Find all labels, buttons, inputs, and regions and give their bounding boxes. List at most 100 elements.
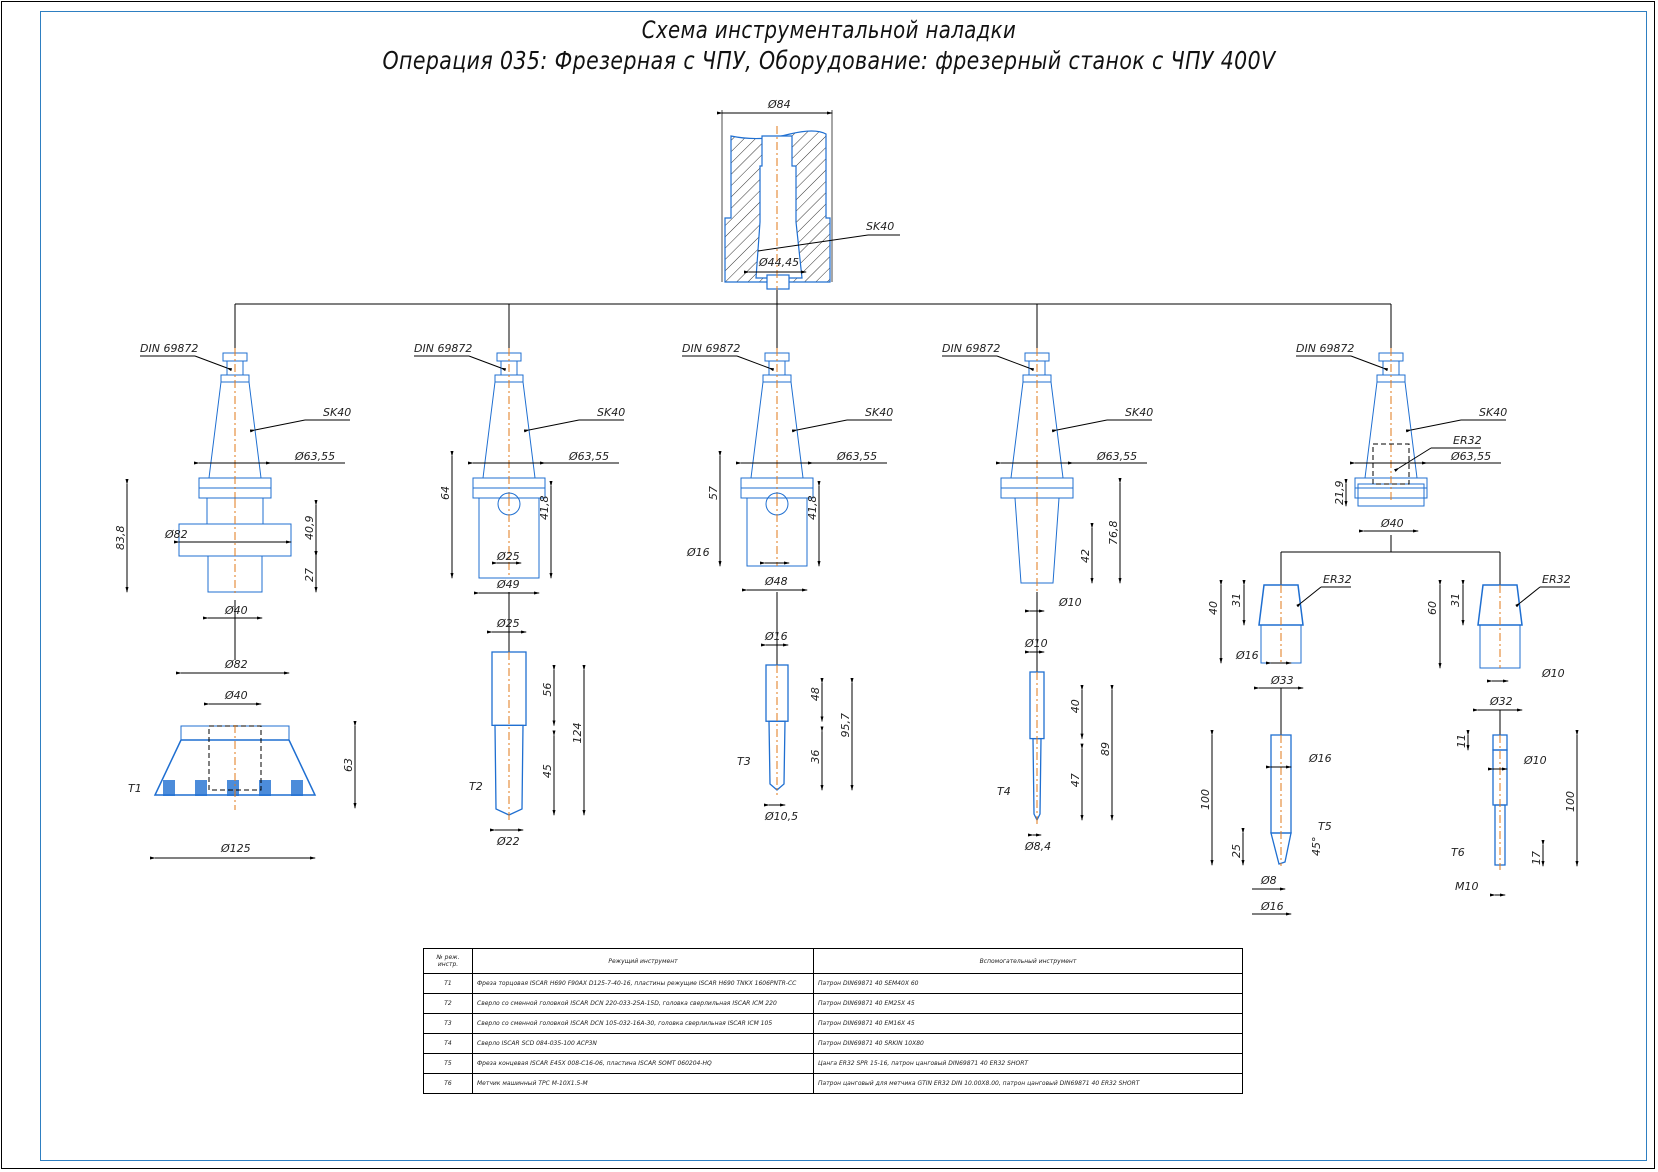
flange-diameter-label: Ø63,55: [1450, 450, 1491, 463]
dim-label: Ø48: [764, 575, 788, 588]
dim-label: 100: [1199, 789, 1212, 810]
dim-label: 100: [1564, 791, 1577, 812]
dim-label: 45: [541, 764, 554, 778]
dim-label: 31: [1449, 593, 1462, 607]
dim-label: 21,9: [1333, 481, 1346, 506]
dim-label: 89: [1099, 742, 1112, 756]
dim-label: 57: [707, 486, 720, 500]
tree-connectors: [234, 290, 1501, 585]
tool-number: T3: [423, 1013, 473, 1034]
dim-label: Ø8: [1260, 874, 1277, 887]
drill-flute: [494, 724, 524, 816]
table-row: T5 Фреза концевая ISCAR E45X 008-C16-06,…: [423, 1053, 1243, 1074]
table-row: T6 Метчик машинный TPC M-10X1.5-M Патрон…: [423, 1073, 1243, 1094]
leader-line: [1296, 586, 1322, 608]
auxiliary-tool: Патрон DIN69871 40 EM25X 45: [813, 993, 1243, 1014]
tool-number: T1: [423, 973, 473, 994]
cutting-tool: Фреза торцовая ISCAR H690 F90AX D125-7-4…: [472, 973, 814, 994]
dim-label: 40: [1207, 601, 1220, 615]
dim-label: 11: [1455, 734, 1468, 748]
leader-line: [1405, 419, 1462, 433]
dim-label: Ø32: [1489, 695, 1513, 708]
dim-label: 95,7: [839, 713, 852, 738]
tool-number: T5: [423, 1053, 473, 1074]
dim-label: Ø49: [496, 578, 520, 591]
leader-line: [1515, 586, 1541, 608]
chamfer-head: [1270, 832, 1292, 865]
dim-label: Ø125: [220, 842, 251, 855]
retention-knob-label: DIN 69872: [1296, 342, 1354, 355]
leader-line: [1350, 355, 1389, 372]
dim-label: Ø16: [1308, 752, 1332, 765]
dim-label: Ø82: [164, 528, 188, 541]
header-auxiliary-tool: Вспомогательный инструмент: [813, 948, 1243, 974]
dim-label: Ø10: [1058, 596, 1082, 609]
table-row: T4 Сверло ISCAR SCD 084-035-100 ACP3N Па…: [423, 1033, 1243, 1054]
tool-id-label: T3: [737, 755, 751, 768]
dim-label: 45°: [1310, 837, 1323, 857]
dim-label: Ø40: [224, 689, 248, 702]
dim-label: Ø8,4: [1024, 840, 1051, 853]
dim-label: 17: [1530, 851, 1543, 865]
dim-label: 42: [1079, 549, 1092, 563]
dim-label: Ø16: [764, 630, 788, 643]
dim-label: 83,8: [114, 526, 127, 551]
dim-label: 63: [342, 758, 355, 772]
collet-label: ER32: [1453, 434, 1482, 447]
collet-seat-hidden: [1372, 443, 1410, 485]
spindle-taper-label: SK40: [866, 220, 894, 233]
mill-body: [153, 739, 317, 796]
spindle-taper-diameter-label: Ø44,45: [758, 256, 799, 269]
tool-id-label: T1: [128, 782, 142, 795]
leader-line: [194, 355, 233, 372]
leader-line: [736, 355, 775, 372]
leader-line: [468, 355, 507, 372]
retention-knob-label: DIN 69872: [682, 342, 740, 355]
tool-table-header: № реж. инстр. Режущий инструмент Вспомог…: [423, 948, 1243, 974]
cutting-tool: Сверло ISCAR SCD 084-035-100 ACP3N: [472, 1033, 814, 1054]
dim-label: Ø22: [496, 835, 520, 848]
drawing-subtitle: Операция 035: Фрезерная с ЧПУ, Оборудова…: [382, 46, 1276, 75]
insert: [195, 780, 207, 796]
drawing-title: Схема инструментальной наладки: [641, 16, 1017, 44]
dim-label: Ø16: [1235, 649, 1259, 662]
dim-label: 31: [1230, 593, 1243, 607]
taper-label: SK40: [597, 406, 625, 419]
collet-label: ER32: [1542, 573, 1571, 586]
dim-label: 40: [1069, 699, 1082, 713]
tool-number: T2: [423, 993, 473, 1014]
collet-nut: [1357, 483, 1425, 507]
leader-line: [1393, 447, 1432, 472]
flange-diameter-label: Ø63,55: [294, 450, 335, 463]
cutting-tool: Сверло со сменной головкой ISCAR DCN 220…: [472, 993, 814, 1014]
auxiliary-tool: Цанга ER32 SPR 15-16, патрон цанговый DI…: [813, 1053, 1243, 1074]
leader-line: [249, 419, 306, 433]
dim-label: M10: [1455, 880, 1479, 893]
dim-label: Ø10: [1541, 667, 1565, 680]
tool-id-label: T4: [997, 785, 1011, 798]
header-cutting-tool: Режущий инструмент: [472, 948, 814, 974]
header-tool-number: № реж. инстр.: [423, 948, 473, 974]
cutting-tool: Фреза концевая ISCAR E45X 008-C16-06, пл…: [472, 1053, 814, 1074]
dim-label: Ø25: [496, 550, 520, 563]
tool-table: № реж. инстр. Режущий инструмент Вспомог…: [423, 948, 1243, 1094]
dim-label: 64: [439, 486, 452, 500]
dim-label: 76,8: [1107, 521, 1120, 546]
table-row: T3 Сверло со сменной головкой ISCAR DCN …: [423, 1013, 1243, 1034]
flange-diameter-label: Ø63,55: [836, 450, 877, 463]
leader-line: [1051, 419, 1108, 433]
collet-body: [1477, 584, 1523, 626]
dim-label: 60: [1426, 601, 1439, 615]
dim-label: 25: [1230, 844, 1243, 858]
